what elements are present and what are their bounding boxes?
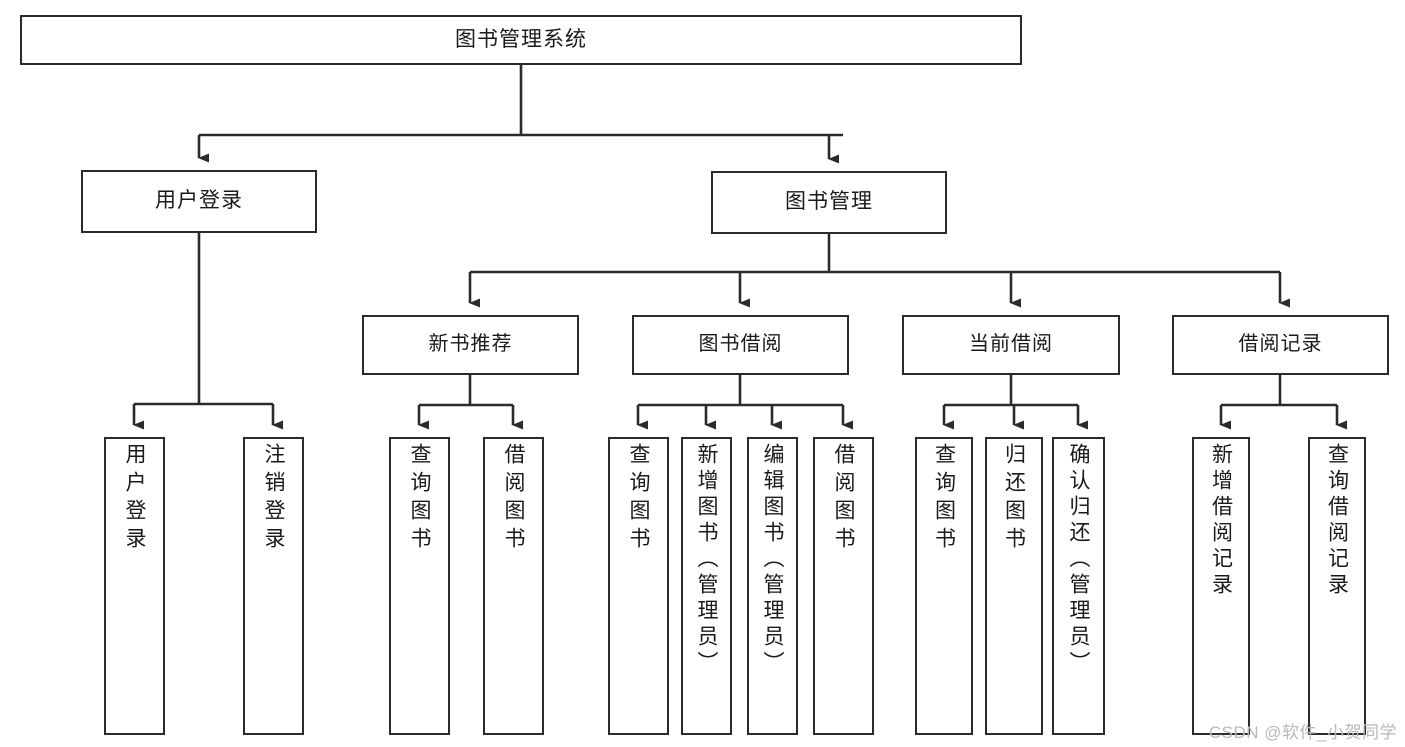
node-current-borrow[interactable]: 当前借阅	[902, 315, 1120, 375]
node-book-borrow[interactable]: 图书借阅	[632, 315, 849, 375]
leaf-node[interactable]: 编辑图书（管理员）	[747, 437, 798, 735]
leaf-node-label: 注销登录	[262, 443, 285, 555]
leaf-node-label: 编辑图书（管理员）	[761, 443, 784, 677]
leaf-node[interactable]: 借阅图书	[813, 437, 874, 735]
leaf-node-label: 查询图书	[932, 443, 956, 555]
leaf-node-label: 借阅图书	[832, 443, 855, 555]
leaf-node[interactable]: 确认归还（管理员）	[1052, 437, 1105, 735]
node-new-book-recommend[interactable]: 新书推荐	[362, 315, 579, 375]
leaf-node[interactable]: 用户登录	[104, 437, 165, 735]
leaf-node-label: 新增借阅记录	[1209, 443, 1233, 599]
leaf-node[interactable]: 归还图书	[985, 437, 1043, 735]
node-root-label: 图书管理系统	[455, 27, 587, 51]
leaf-node[interactable]: 借阅图书	[483, 437, 544, 735]
node-user-login[interactable]: 用户登录	[81, 170, 317, 233]
node-user-login-label: 用户登录	[155, 189, 243, 213]
node-root[interactable]: 图书管理系统	[20, 15, 1022, 65]
leaf-node[interactable]: 注销登录	[243, 437, 304, 735]
leaf-node[interactable]: 新增借阅记录	[1192, 437, 1250, 735]
leaf-node[interactable]: 查询借阅记录	[1308, 437, 1366, 735]
node-book-management-label: 图书管理	[785, 190, 873, 214]
leaf-node[interactable]: 查询图书	[389, 437, 450, 735]
leaf-node-label: 查询图书	[408, 443, 431, 555]
leaf-node[interactable]: 查询图书	[608, 437, 669, 735]
leaf-node-label: 确认归还（管理员）	[1067, 443, 1090, 677]
leaf-node-label: 归还图书	[1002, 443, 1026, 555]
leaf-node-label: 用户登录	[123, 443, 146, 555]
node-book-borrow-label: 图书借阅	[698, 333, 783, 356]
leaf-node-label: 借阅图书	[502, 443, 525, 555]
leaf-node[interactable]: 查询图书	[915, 437, 973, 735]
node-new-book-recommend-label: 新书推荐	[428, 333, 513, 356]
csdn-watermark: CSDN @软件_小贺同学	[1208, 723, 1397, 742]
node-current-borrow-label: 当前借阅	[969, 333, 1053, 356]
leaf-node[interactable]: 新增图书（管理员）	[681, 437, 732, 735]
leaf-node-label: 查询图书	[627, 443, 650, 555]
node-book-management[interactable]: 图书管理	[711, 171, 947, 234]
leaf-node-label: 新增图书（管理员）	[695, 443, 718, 677]
node-borrow-record-label: 借阅记录	[1238, 333, 1323, 356]
leaf-node-label: 查询借阅记录	[1325, 443, 1349, 599]
node-borrow-record[interactable]: 借阅记录	[1172, 315, 1389, 375]
